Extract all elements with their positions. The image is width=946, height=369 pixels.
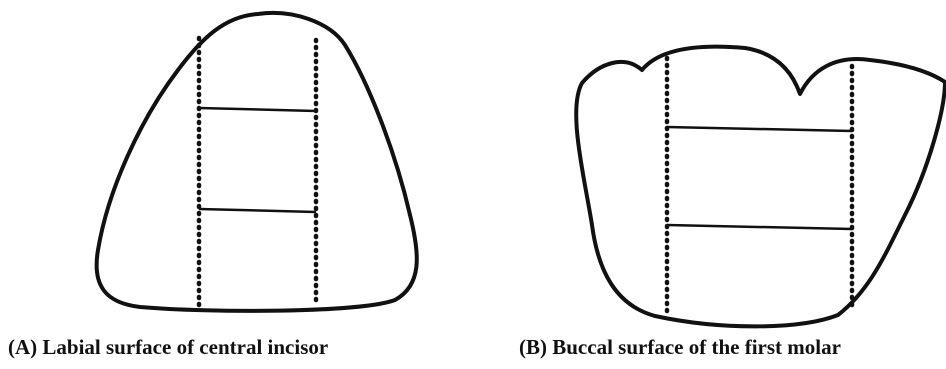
molar-caption: (B) Buccal surface of the first molar [519, 334, 841, 360]
molar-upper-divider [667, 127, 852, 131]
incisor-upper-divider [199, 108, 316, 111]
incisor-diagram [97, 13, 417, 311]
incisor-outline [97, 13, 417, 311]
molar-lower-divider [667, 225, 852, 229]
incisor-caption: (A) Labial surface of central incisor [8, 334, 328, 360]
molar-diagram [576, 47, 945, 327]
molar-outline [576, 47, 945, 327]
incisor-lower-divider [199, 209, 316, 212]
